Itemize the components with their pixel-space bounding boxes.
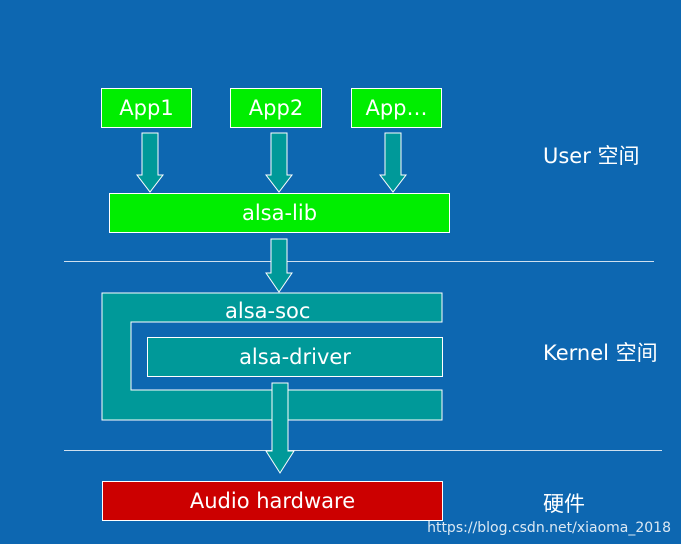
alsa-lib-label: alsa-lib [241,201,318,225]
app-more-label: App… [365,96,428,120]
app2-label: App2 [248,96,304,120]
alsa-soc-label: alsa-soc [225,299,311,323]
app-more-box: App… [351,88,442,128]
app1-label: App1 [119,96,174,120]
kernel-hardware-divider [64,450,662,451]
hardware-label: 硬件 [543,492,585,516]
watermark: https://blog.csdn.net/xiaoma_2018 [427,520,671,536]
audio-hardware-label: Audio hardware [189,489,356,513]
arrow-app1-to-lib [135,132,165,193]
alsa-driver-label: alsa-driver [239,345,351,369]
arrow-kernel-to-hardware [265,382,295,474]
alsa-driver-box: alsa-driver [147,337,443,377]
audio-hardware-box: Audio hardware [102,481,443,521]
arrow-lib-to-kernel [265,238,293,293]
arrow-app2-to-lib [264,132,294,193]
alsa-lib-box: alsa-lib [109,193,450,233]
user-kernel-divider [64,261,654,262]
user-space-label: User 空间 [543,144,640,168]
arrow-app3-to-lib [378,132,408,193]
app2-box: App2 [230,88,322,128]
app1-box: App1 [101,88,192,128]
kernel-space-label: Kernel 空间 [543,341,658,365]
